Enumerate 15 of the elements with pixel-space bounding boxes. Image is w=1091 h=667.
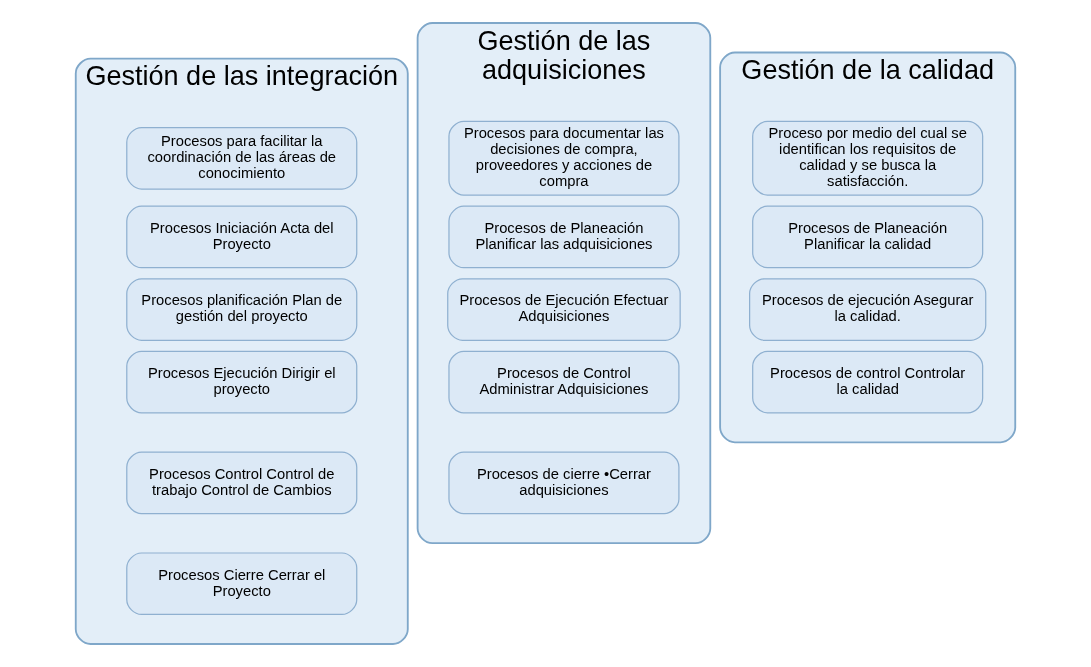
node-box: Proceso por medio del cual se identifican los requisitos de calidad y se busca la satisfacción. <box>752 120 984 196</box>
node-box: Procesos Control Control de trabajo Control de Cambios <box>126 451 358 515</box>
node-box: Procesos de control Controlar la calidad <box>752 350 984 414</box>
node-box: Procesos de Ejecución Efectuar Adquisiciones <box>447 278 681 341</box>
node-box: Procesos de ejecución Asegurar la calidad. <box>749 278 987 341</box>
node-box: Procesos Ejecución Dirigir el proyecto <box>126 350 358 414</box>
node-box: Procesos de Planeación Planificar las adquisiciones <box>448 205 680 269</box>
node-box: Procesos de Planeación Planificar la calidad <box>752 205 984 269</box>
node-box: Procesos para documentar las decisiones de compra, proveedores y acciones de compra <box>448 120 680 196</box>
node-box: Procesos de Control Administrar Adquisiciones <box>448 350 680 414</box>
node-box: Procesos Cierre Cerrar el Proyecto <box>126 552 358 616</box>
node-box: Procesos de cierre •Cerrar adquisiciones <box>448 451 680 515</box>
node-box: Procesos Iniciación Acta del Proyecto <box>126 205 358 269</box>
node-box: Procesos planificación Plan de gestión del proyecto <box>126 278 358 341</box>
node-box: Procesos para facilitar la coordinación de las áreas de conocimiento <box>126 126 358 190</box>
